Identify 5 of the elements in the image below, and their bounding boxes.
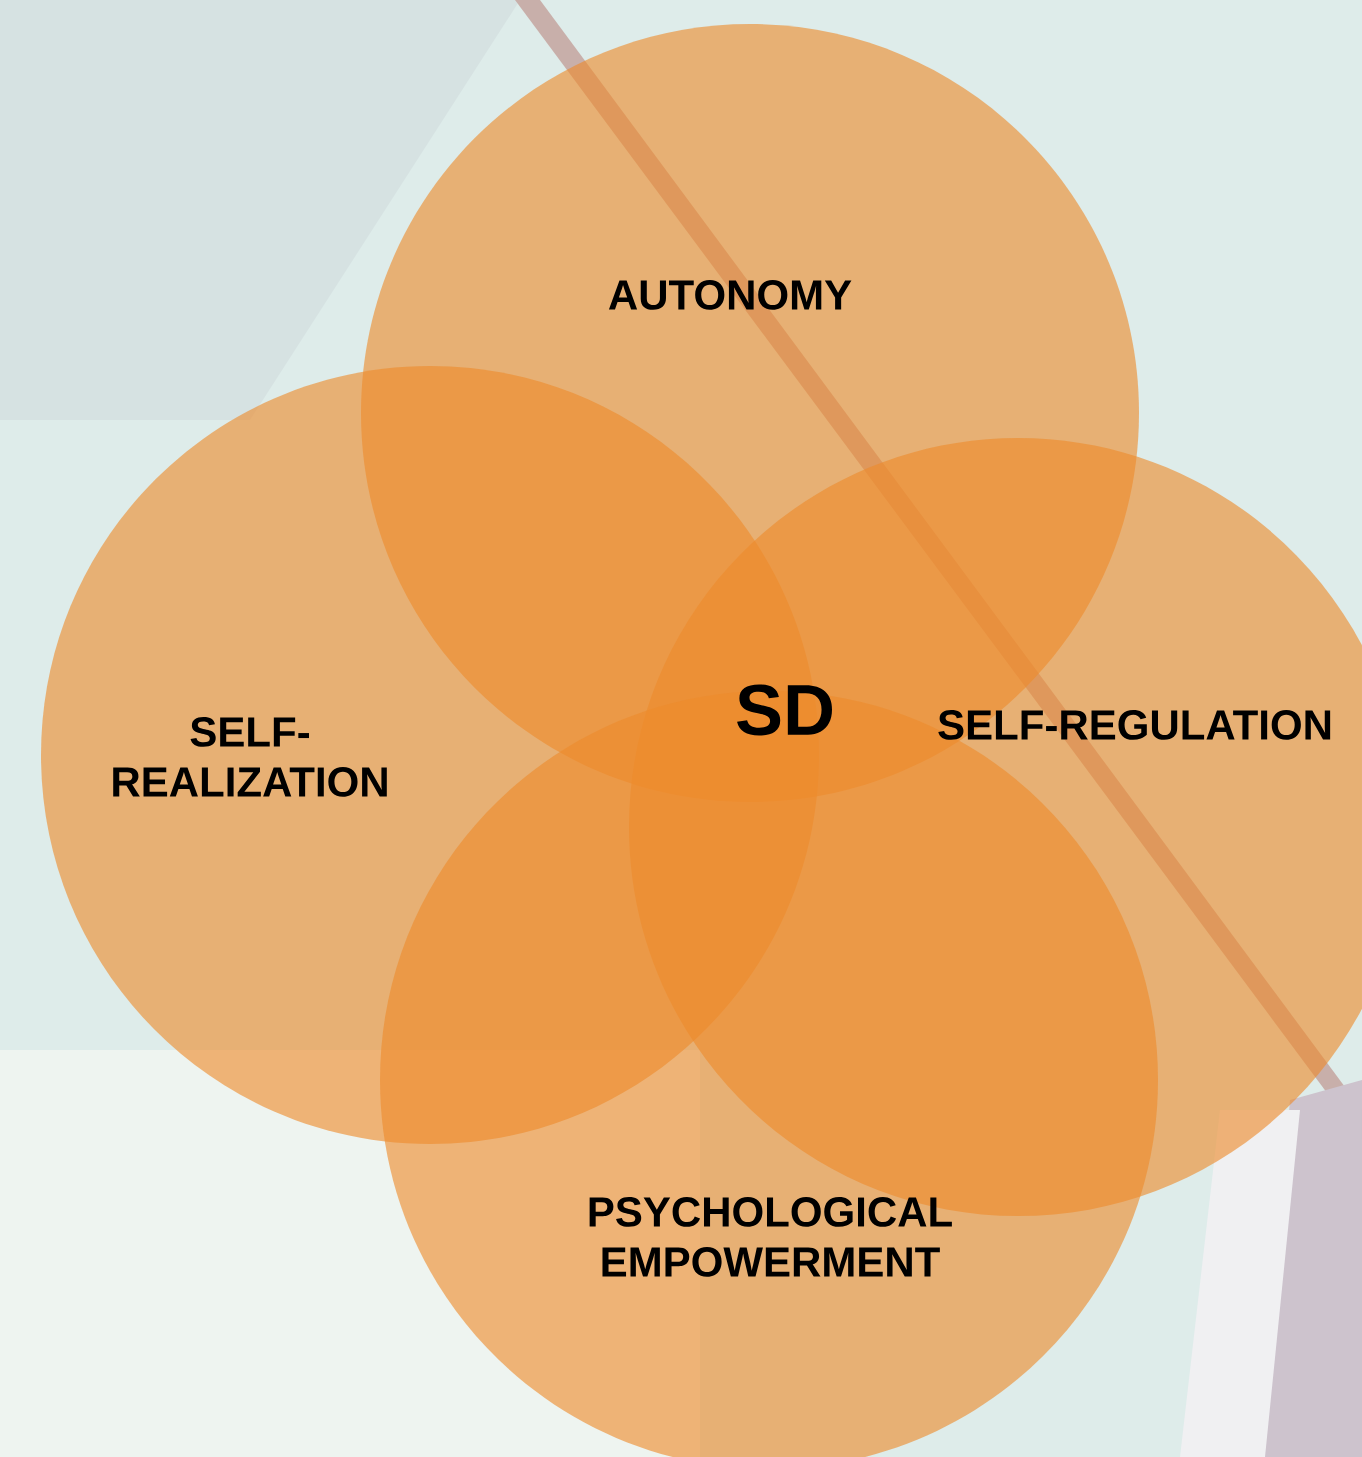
center-label: SD — [737, 684, 832, 736]
circle-label: SELF-REALIZATION — [113, 717, 387, 797]
circle-label: PSYCHOLOGICAL EMPOWERMENT — [589, 1197, 952, 1277]
circle-label: SELF-REGULATION — [938, 710, 1331, 740]
circle-label: AUTONOMY — [608, 280, 852, 310]
